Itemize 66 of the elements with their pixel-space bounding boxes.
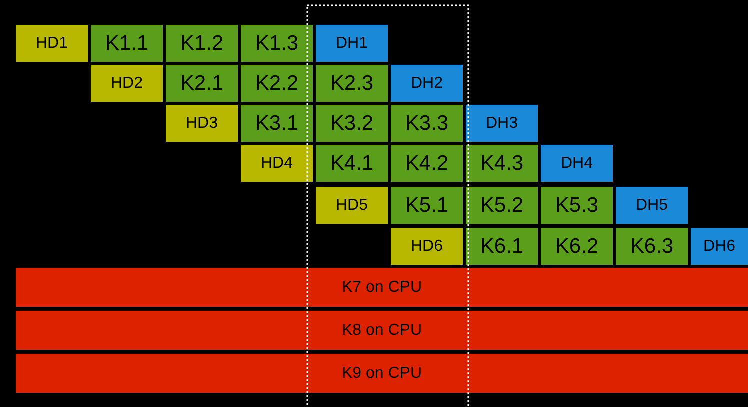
task-box <box>316 25 388 62</box>
task-box <box>166 65 238 102</box>
task-box <box>391 228 463 265</box>
task-label: K6.1 <box>480 234 524 258</box>
task-label: K8 on CPU <box>342 322 422 340</box>
task-box <box>541 145 613 182</box>
task-label: K2.2 <box>255 72 299 96</box>
task-label: DH6 <box>703 238 736 256</box>
cpu-task-bar <box>16 354 748 393</box>
task-label: DH3 <box>486 114 518 132</box>
task-label: K3.1 <box>255 112 299 136</box>
task-label: HD4 <box>260 154 293 172</box>
task-box <box>616 228 688 265</box>
cpu-task-bar <box>16 268 748 307</box>
task-label: K4.3 <box>480 152 524 176</box>
task-label: HD3 <box>186 114 218 132</box>
task-label: DH5 <box>636 196 668 214</box>
task-box <box>241 105 313 142</box>
task-label: DH2 <box>410 74 443 92</box>
task-box <box>316 65 388 102</box>
task-box <box>391 187 463 224</box>
task-label: DH1 <box>336 34 368 52</box>
task-label: K1.1 <box>105 32 149 56</box>
task-label: K3.3 <box>405 112 449 136</box>
task-box <box>391 105 463 142</box>
task-label: HD6 <box>410 238 443 256</box>
task-label: K1.3 <box>255 32 299 56</box>
task-box <box>241 65 313 102</box>
task-box <box>316 145 388 182</box>
task-label: HD1 <box>36 34 68 52</box>
task-box <box>616 187 688 224</box>
task-box <box>241 145 313 182</box>
task-box <box>541 228 613 265</box>
task-box <box>91 65 163 102</box>
task-box <box>91 25 163 62</box>
task-label: K2.3 <box>330 72 374 96</box>
task-label: K3.2 <box>330 112 374 136</box>
task-label: K4.2 <box>405 152 449 176</box>
task-box <box>166 105 238 142</box>
task-box <box>541 187 613 224</box>
task-label: K5.1 <box>405 194 449 218</box>
task-label: K2.1 <box>180 72 224 96</box>
task-box <box>241 25 313 62</box>
task-box <box>391 145 463 182</box>
task-label: K6.3 <box>630 234 674 258</box>
cpu-task-bar <box>16 311 748 350</box>
task-label: HD5 <box>336 196 368 214</box>
task-label: DH4 <box>560 154 593 172</box>
task-box <box>691 228 748 265</box>
task-label: K5.2 <box>480 194 524 218</box>
task-label: HD2 <box>110 74 143 92</box>
task-label: K7 on CPU <box>342 278 422 296</box>
task-box <box>466 145 538 182</box>
task-box <box>316 187 388 224</box>
task-box <box>466 228 538 265</box>
task-box <box>466 187 538 224</box>
task-label: K4.1 <box>330 152 374 176</box>
task-box <box>316 105 388 142</box>
task-label: K9 on CPU <box>342 364 422 382</box>
task-box <box>16 25 88 62</box>
task-label: K1.2 <box>180 32 224 56</box>
task-label: K5.3 <box>555 194 599 218</box>
task-label: K6.2 <box>555 234 599 258</box>
task-box <box>466 105 538 142</box>
task-box <box>391 65 463 102</box>
task-box <box>166 25 238 62</box>
